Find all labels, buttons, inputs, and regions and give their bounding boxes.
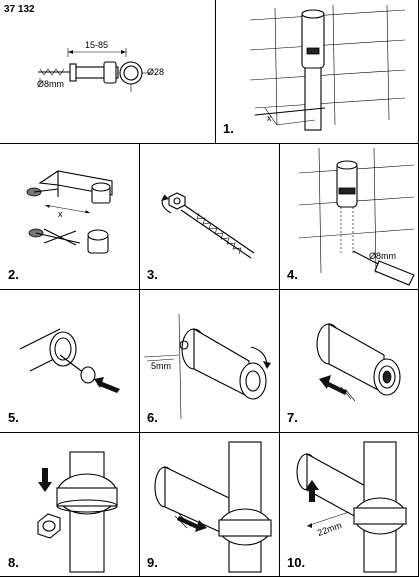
step-5-illustration xyxy=(19,328,120,393)
grid-line-v2 xyxy=(279,143,280,577)
step-8-illustration xyxy=(37,451,118,573)
step-number: 8. xyxy=(8,555,19,570)
diameter-dimension: Ø28 xyxy=(147,67,165,77)
step-number: 3. xyxy=(147,267,158,282)
step-number: 5. xyxy=(8,410,19,425)
step-number: 10. xyxy=(287,555,306,570)
panel-step-4: Ø8mm 4. xyxy=(279,143,419,289)
panel-step-7: 7. xyxy=(279,289,419,432)
panel-step-2: x 2. xyxy=(0,143,139,289)
up-arrow-icon xyxy=(305,480,319,502)
panel-step-6: 5mm 6. xyxy=(139,289,279,432)
push-arrow-icon xyxy=(97,381,120,393)
panel-dimensions: 37 132 15-85 Ø28 Ø8mm xyxy=(0,0,215,143)
part-number: 37 132 xyxy=(4,4,35,15)
step-number: 7. xyxy=(287,410,298,425)
push-arrow-icon xyxy=(325,381,347,395)
step-7-illustration xyxy=(316,323,401,402)
drill-bit-icon xyxy=(352,250,415,286)
grid-line-v1 xyxy=(139,143,140,577)
pull-arrow-icon xyxy=(177,516,201,530)
grid-line-v0 xyxy=(215,0,216,143)
rotate-arrow-icon xyxy=(161,194,172,214)
grid-line-h3 xyxy=(0,432,419,433)
offset-dimension: 5mm xyxy=(151,361,171,371)
step-number: 9. xyxy=(147,555,158,570)
offset-x-label: x xyxy=(267,113,272,123)
panel-step-5: 5. xyxy=(0,289,139,432)
step-10-illustration xyxy=(296,441,407,573)
step-2-illustration xyxy=(26,170,113,254)
down-arrow-icon xyxy=(38,468,52,492)
drill-bit-icon xyxy=(38,68,70,76)
step-number: 6. xyxy=(147,410,158,425)
length-dimension: 15-85 xyxy=(85,40,109,50)
step-number: 2. xyxy=(8,267,19,282)
grid-line-h2 xyxy=(0,289,419,290)
step-9-illustration xyxy=(154,441,272,573)
step-number: 4. xyxy=(287,267,298,282)
drill-dimension: Ø8mm xyxy=(37,79,64,89)
dimension-drawing xyxy=(38,48,152,92)
drill-size-label: Ø8mm xyxy=(369,251,396,261)
bracket-x-label: x xyxy=(58,209,63,219)
panel-step-9: 9. xyxy=(139,432,279,577)
step-4-illustration xyxy=(298,147,415,286)
panel-step-3: 3. xyxy=(139,143,279,289)
grid-line-h1 xyxy=(0,143,419,144)
panel-step-8: 8. xyxy=(0,432,139,577)
step-1-illustration xyxy=(249,4,406,131)
panel-step-10: 22mm 10. xyxy=(279,432,419,577)
panel-step-1: x 1. xyxy=(215,0,419,143)
step-3-illustration xyxy=(161,192,255,259)
step-6-illustration xyxy=(143,313,271,420)
step-number: 1. xyxy=(223,121,234,136)
